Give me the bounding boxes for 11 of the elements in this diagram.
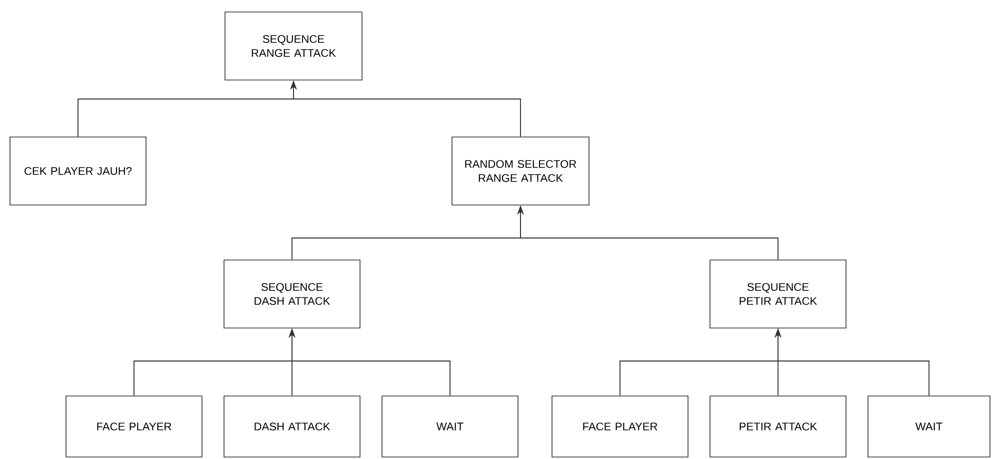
process-box: FACE PLAYER [66,396,202,458]
process-box: WAIT [382,396,518,458]
process-box: SEQUENCE DASH ATTACK [224,260,360,328]
process-box: FACE PLAYER [552,396,688,458]
process-box: SEQUENCE PETIR ATTACK [710,260,846,328]
process-box: DASH ATTACK [224,396,360,458]
process-box: RANDOM SELECTOR RANGE ATTACK [452,136,590,206]
process-box: CEK PLAYER JAUH? [10,136,146,206]
process-box: PETIR ATTACK [710,396,846,458]
process-box: WAIT [868,396,990,458]
process-box: SEQUENCE RANGE ATTACK [224,12,362,80]
